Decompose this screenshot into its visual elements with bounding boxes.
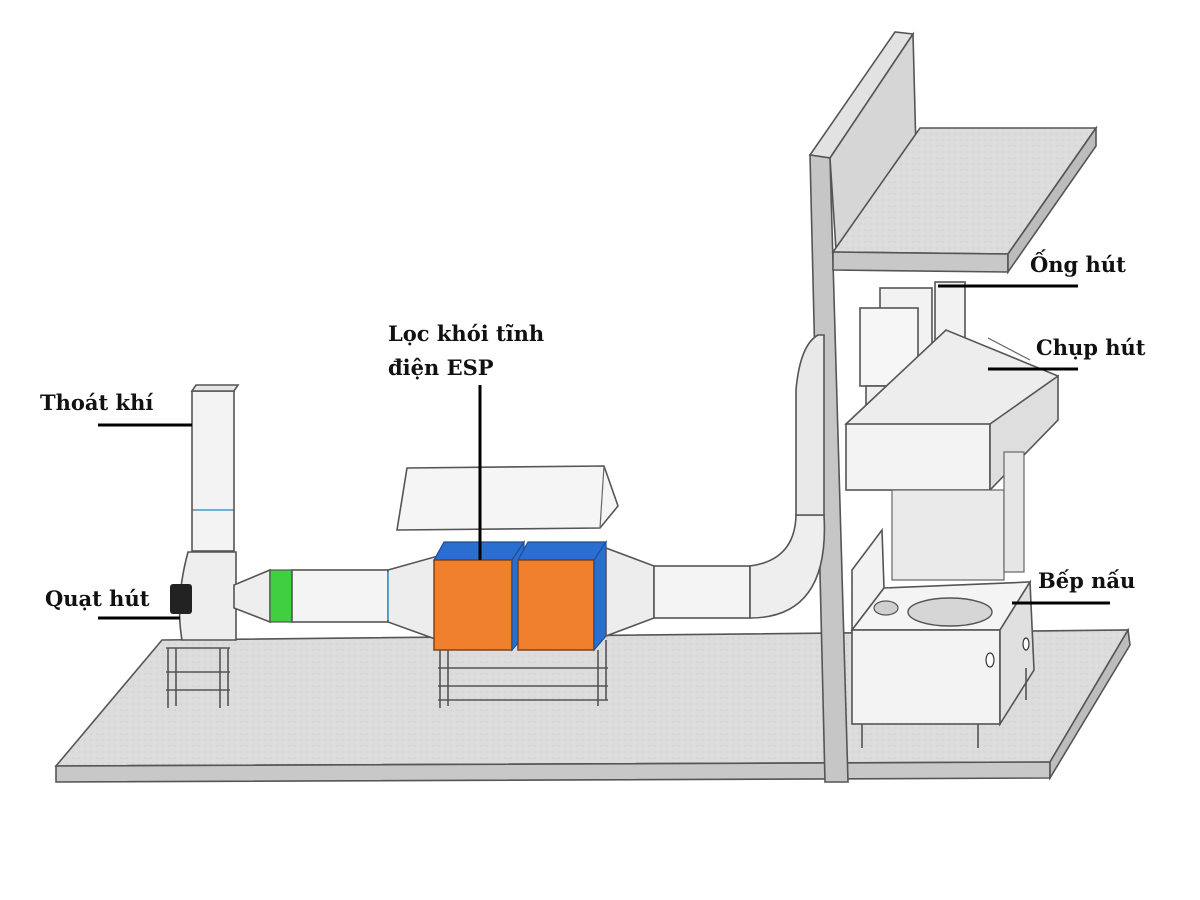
hood-assembly — [844, 281, 1060, 581]
label-quat-hut: Quạt hút — [45, 586, 180, 620]
fan-inlet — [170, 584, 192, 614]
stack-front — [191, 390, 235, 552]
duct-elbow — [749, 514, 826, 619]
stack-top — [190, 384, 240, 392]
esp-rain-cover — [396, 465, 619, 531]
label-ong-hut-text: Ống hút — [1030, 250, 1126, 277]
duct-riser — [795, 334, 825, 516]
label-chup-hut: Chụp hút — [987, 335, 1146, 371]
label-bep-nau-text: Bếp nấu — [1038, 568, 1135, 593]
hood-front — [845, 423, 991, 491]
label-quat-hut-text: Quạt hút — [45, 586, 150, 611]
floor-front-edge — [55, 761, 1051, 783]
duct-segment-2 — [653, 565, 751, 619]
ceiling-shelf — [831, 125, 1098, 275]
label-esp: Lọc khói tĩnh điện ESP — [388, 321, 544, 560]
label-chup-hut-text: Chụp hút — [1036, 335, 1146, 360]
esp-side-right — [593, 540, 607, 652]
esp-top-right — [516, 541, 608, 561]
duct-esp-to-hood — [605, 334, 826, 638]
label-thoat-khi-text: Thoát khí — [40, 390, 153, 415]
hood-rack — [1003, 451, 1025, 573]
label-esp-line2: điện ESP — [388, 355, 494, 380]
exhaust-fan — [166, 551, 237, 708]
fan-stand — [166, 647, 230, 708]
label-esp-line1: Lọc khói tĩnh — [388, 321, 544, 346]
duct-segment-1 — [291, 569, 389, 623]
stove-pot — [873, 600, 899, 616]
duct-fan-to-esp — [233, 554, 439, 642]
stove-side — [999, 579, 1035, 727]
label-ong-hut: Ống hút — [938, 250, 1126, 288]
green-collar — [269, 569, 293, 623]
stove-knob-1 — [985, 652, 995, 668]
cover-sheet — [396, 465, 619, 531]
esp-body-left — [433, 559, 513, 651]
label-bep-nau: Bếp nấu — [1012, 568, 1135, 605]
stove-wok-ring — [907, 597, 993, 627]
wall-front-face — [809, 154, 849, 783]
stove-knob-2 — [1022, 637, 1030, 651]
cooking-stove — [850, 451, 1035, 748]
transition-esp-in — [387, 554, 439, 642]
esp-body-right — [517, 559, 595, 651]
shelf-side-edge — [1007, 125, 1097, 275]
leader-chup-hut-tick — [987, 337, 1031, 361]
shelf-front-edge — [832, 251, 1009, 273]
floor-side-edge — [1049, 627, 1131, 781]
stove-front — [851, 629, 1001, 725]
transition-esp-out — [605, 546, 655, 638]
exhaust-stack — [190, 384, 240, 552]
esp-filter-units — [432, 540, 608, 708]
cover-fold — [599, 465, 605, 529]
esp-stand — [438, 640, 608, 708]
transition-fan — [233, 568, 271, 624]
hood-back-panel — [891, 489, 1005, 581]
label-thoat-khi: Thoát khí — [40, 390, 192, 427]
wall — [808, 31, 917, 783]
